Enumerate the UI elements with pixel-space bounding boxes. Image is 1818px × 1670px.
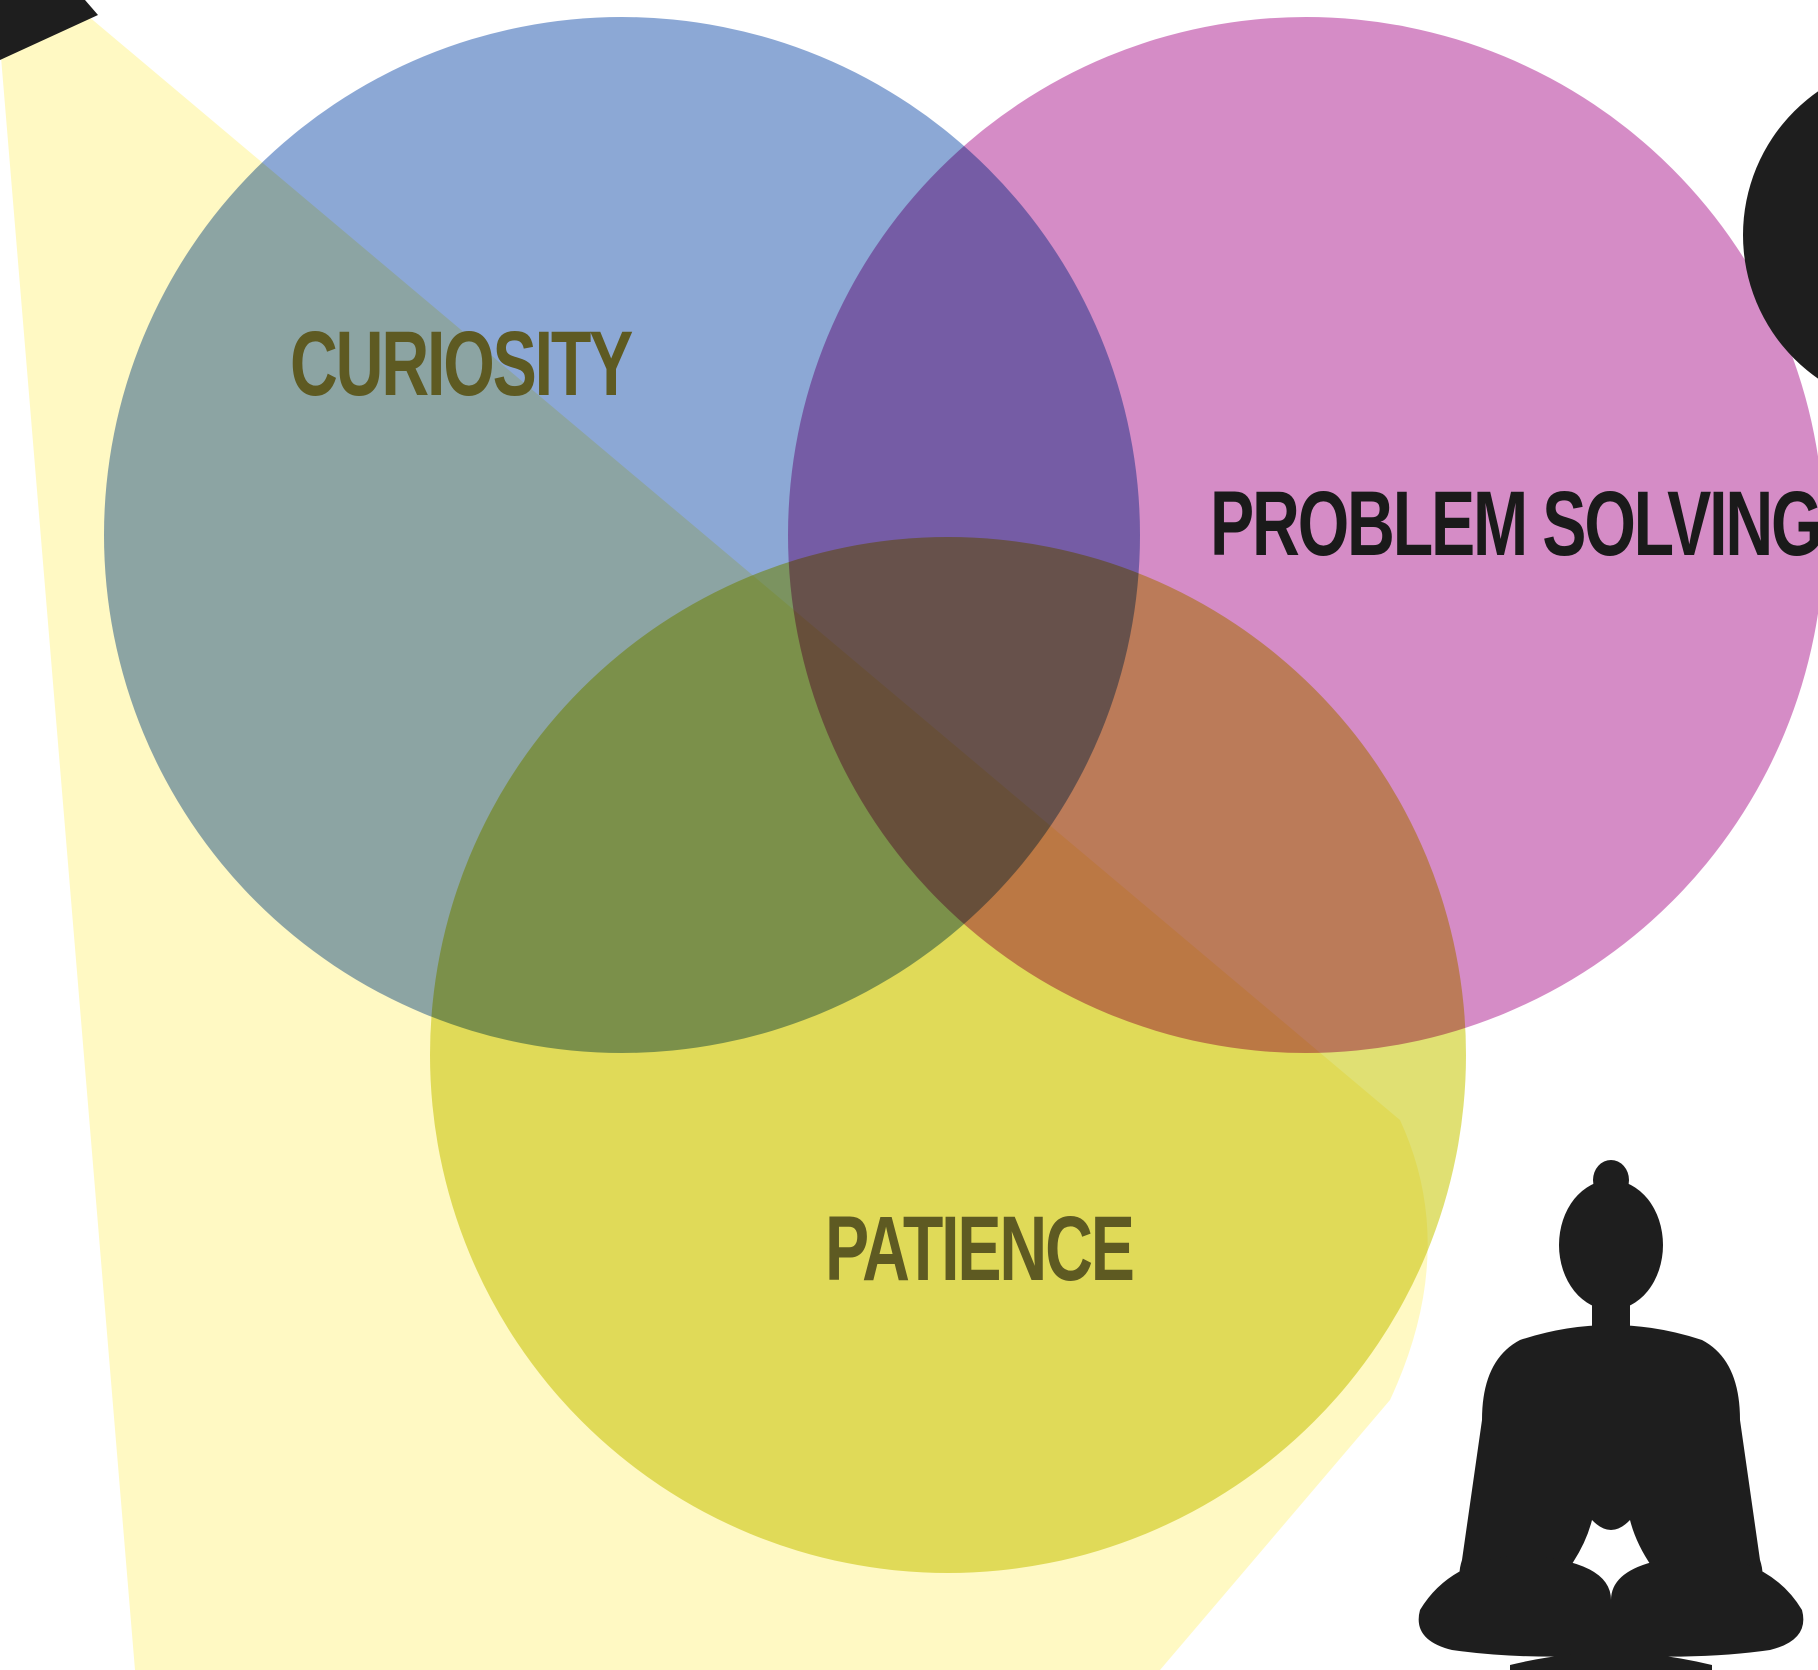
problem-solving-label: PROBLEM SOLVING — [1210, 471, 1818, 574]
projector-icon — [0, 0, 98, 60]
meditating-person-icon — [1418, 1160, 1804, 1670]
patience-label: PATIENCE — [825, 1196, 1133, 1299]
dark-circle-edge — [1743, 91, 1818, 379]
curiosity-label: CURIOSITY — [290, 311, 633, 414]
patience-circle — [430, 537, 1466, 1573]
